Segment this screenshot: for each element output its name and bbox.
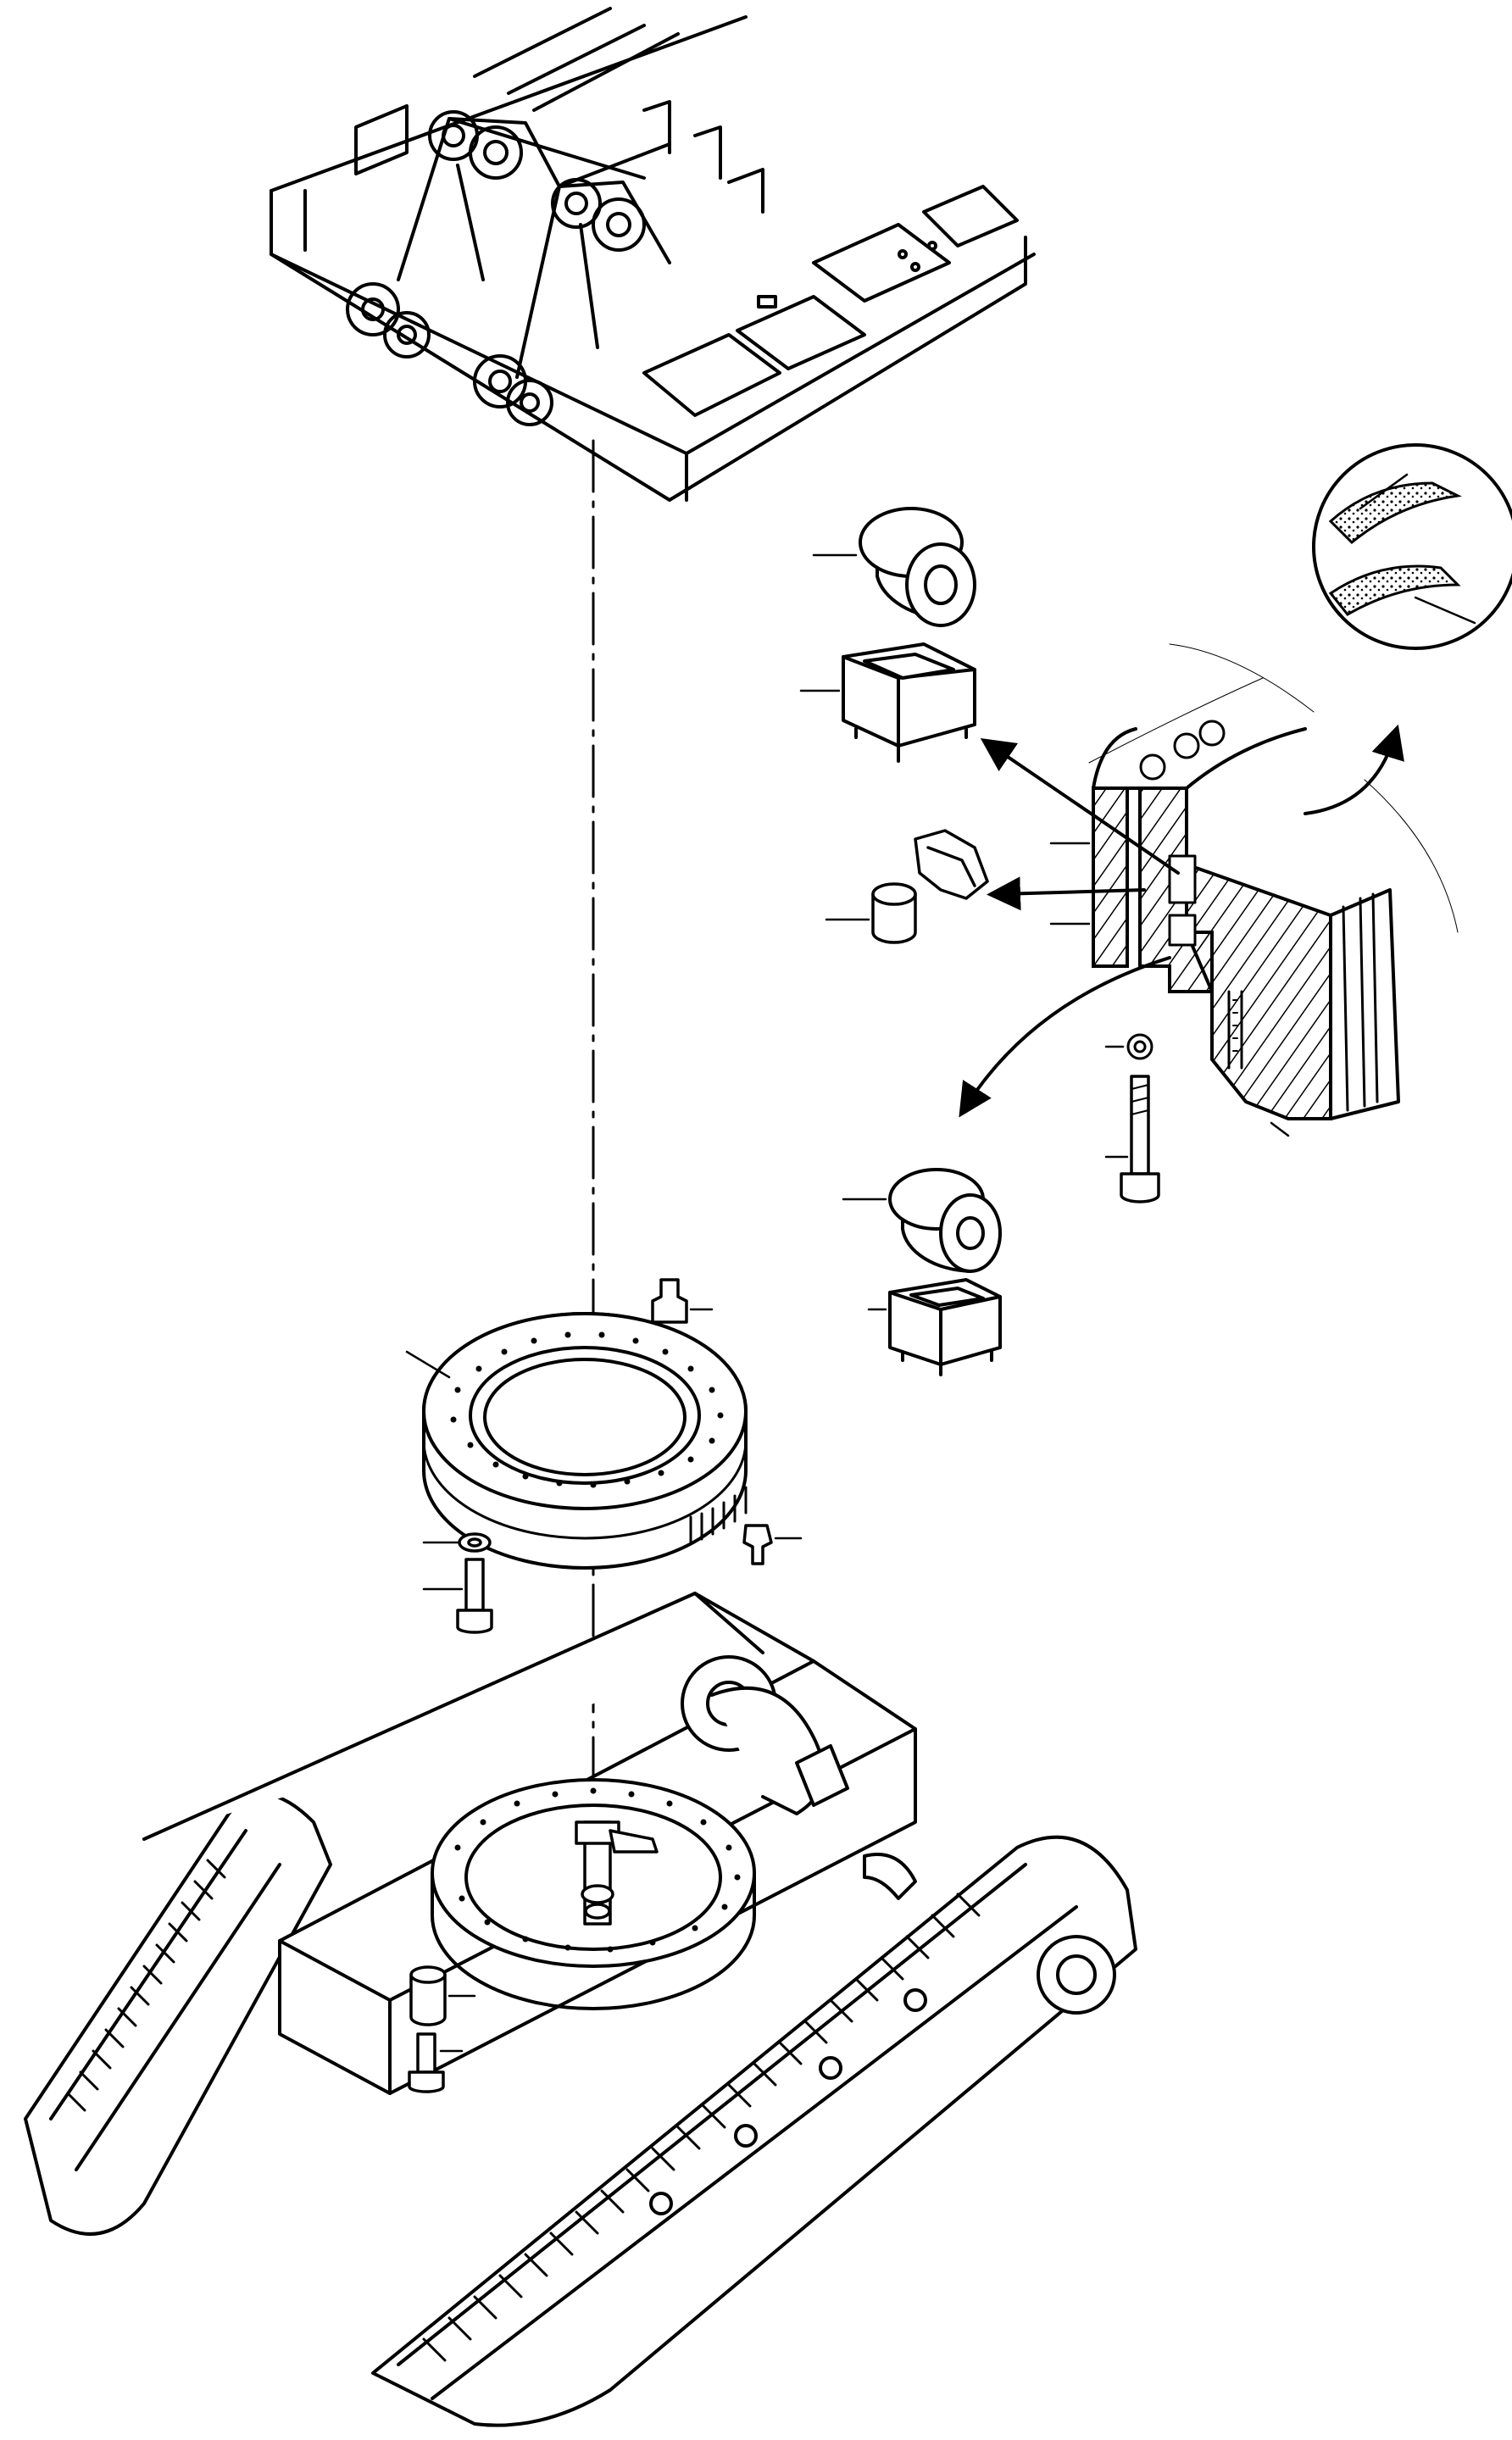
toothed-washer-icon <box>1104 1033 1153 1060</box>
cylindrical-roller-icon <box>812 507 976 627</box>
slewing-ring-icon <box>405 1312 748 1570</box>
frame-bolt-icon <box>408 2032 464 2093</box>
seal-magnifier-icon <box>1312 443 1512 650</box>
upper-structure-frame-icon <box>270 7 1036 502</box>
callout-arrows <box>959 724 1404 1118</box>
roller-cage-icon <box>799 642 976 763</box>
roller-cage-icon <box>867 1278 1002 1376</box>
cylindrical-roller-icon <box>842 1168 1002 1273</box>
crawler-undercarriage-icon <box>24 1592 1137 2427</box>
bushing-icon <box>409 1965 476 2026</box>
spacer-icon <box>914 829 989 900</box>
grease-nipple-icon <box>651 1278 714 1324</box>
ring-cross-section-icon <box>1049 643 1459 1137</box>
small-cylinder-icon <box>825 882 917 944</box>
grease-nipple-icon <box>742 1524 803 1565</box>
rotary-joint-icon <box>575 1820 659 1926</box>
ring-washer-icon <box>422 1532 492 1553</box>
ring-bolt-icon <box>422 1558 493 1634</box>
long-bolt-icon <box>1104 1075 1160 1203</box>
